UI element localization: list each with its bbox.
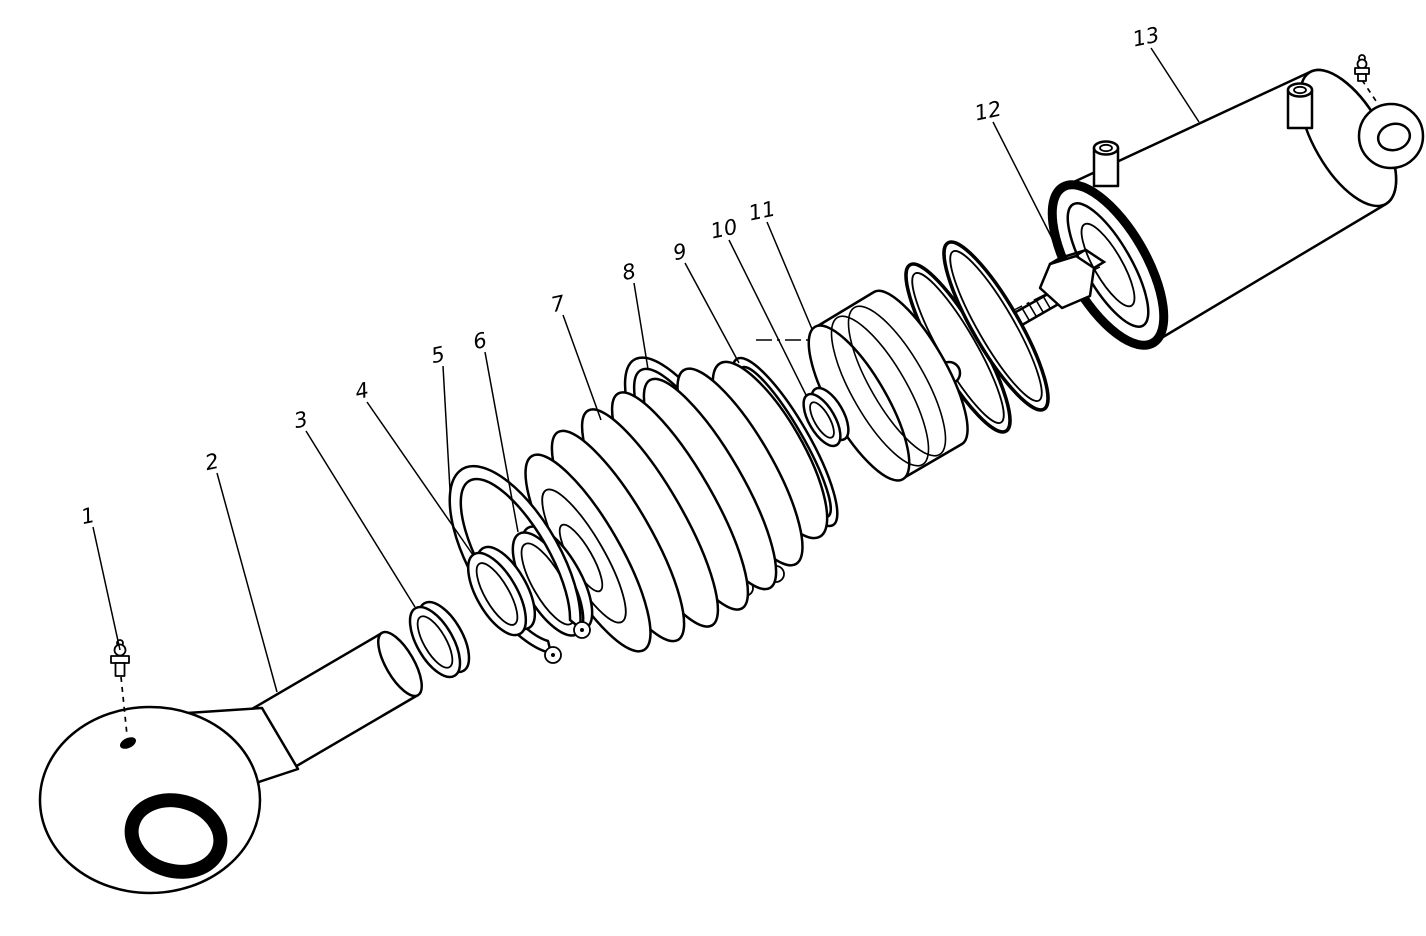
- callout-leader-8: [633, 282, 649, 370]
- callout-number-6: 6: [471, 328, 489, 354]
- nut-facet: [1075, 249, 1087, 257]
- callout-leader-13: [1150, 47, 1200, 123]
- callout-number-12: 12: [972, 96, 1003, 125]
- callout-number-7: 7: [549, 291, 568, 317]
- callout-number-1: 1: [79, 503, 97, 529]
- fitting-stem: [114, 662, 126, 677]
- port-body: [1286, 88, 1314, 130]
- port-body: [1092, 146, 1120, 188]
- callout-leader-4: [366, 401, 474, 556]
- part-10-spacer-ring: [802, 386, 850, 448]
- hydraulic-port-right: [1286, 82, 1314, 130]
- callout-leader-6: [484, 351, 519, 533]
- ring-bore: [809, 401, 835, 439]
- hydraulic-port-left: [1092, 140, 1120, 188]
- callout-leader-10: [728, 239, 807, 396]
- callout-number-5: 5: [429, 342, 447, 368]
- callout-leader-1: [92, 526, 121, 651]
- callout-number-11: 11: [746, 196, 777, 225]
- part-2-rod-assembly: [38, 630, 423, 895]
- fitting-stem: [1357, 73, 1367, 82]
- piston-body: [814, 289, 969, 481]
- piston-rings: [904, 240, 1050, 434]
- callout-number-3: 3: [292, 407, 310, 433]
- callout-leader-7: [562, 314, 602, 421]
- callout-leader-11: [766, 221, 813, 330]
- fitting-collar: [110, 655, 130, 664]
- piston-ring-front-inner: [949, 250, 1043, 402]
- callout-number-13: 13: [1130, 22, 1161, 51]
- piston-groove-2: [847, 305, 947, 457]
- callout-number-10: 10: [708, 214, 739, 243]
- barrel-clevis-hole: [1376, 122, 1412, 152]
- clevis-pin-hole: [124, 793, 228, 879]
- fitting-alignment-dashes: [1361, 79, 1379, 105]
- grease-fitting-hole: [120, 737, 136, 749]
- piston-groove-1: [830, 315, 930, 467]
- part-3-bushing: [408, 600, 471, 679]
- callout-number-4: 4: [353, 378, 371, 404]
- barrel-bore-inner: [1080, 222, 1136, 308]
- callout-leader-9: [684, 262, 740, 364]
- port-hole: [1099, 143, 1113, 153]
- ring-bore: [416, 615, 454, 669]
- callout-leader-12: [992, 121, 1057, 247]
- callout-leader-2: [216, 472, 278, 693]
- port-hole: [1293, 85, 1307, 95]
- lug-hole: [580, 628, 584, 632]
- lug-hole: [551, 653, 555, 657]
- ring-bore: [475, 562, 519, 626]
- callout-leader-3: [305, 430, 416, 608]
- part-11-piston-head: [807, 289, 969, 482]
- callout-number-9: 9: [671, 239, 689, 265]
- rod-end-face: [377, 630, 423, 698]
- callout-number-8: 8: [620, 259, 638, 285]
- callout-leader-5: [442, 365, 451, 491]
- part-7-gland-stack: [524, 360, 829, 653]
- barrel-grease-fitting: [1354, 54, 1379, 105]
- part-13-cylinder-barrel: [1047, 54, 1425, 350]
- callout-number-2: 2: [203, 449, 221, 475]
- part-4-wear-ring: [466, 545, 537, 637]
